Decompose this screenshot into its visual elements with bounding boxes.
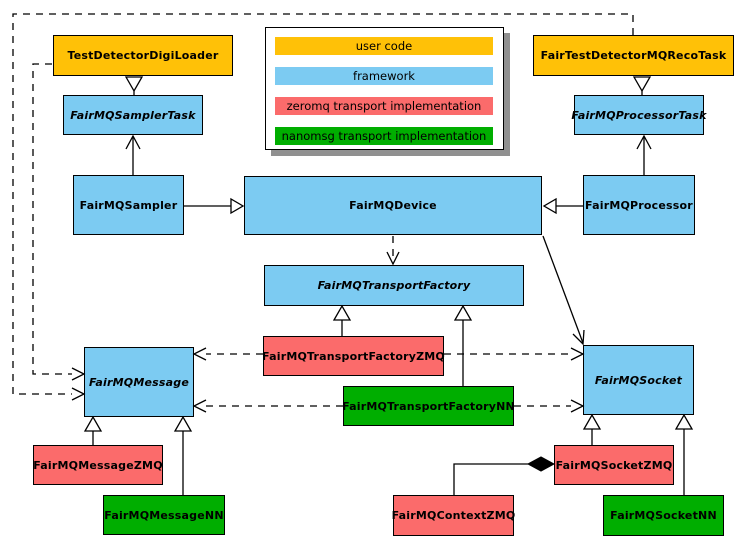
node-fairmqcontextzmq: FairMQContextZMQ [392,495,515,536]
node-fairmqtransportfactoryzmq: FairMQTransportFactoryZMQ [262,336,445,376]
edge-sampler-device [184,197,245,215]
node-fairmqprocessortask: FairMQProcessorTask [571,95,706,135]
node-fairmqdevice: FairMQDevice [244,176,542,235]
edge-transportfactorynn-socket [514,399,585,413]
edge-sampler-samplertask [125,134,141,175]
edge-processor-processortask [636,134,652,175]
edge-socketzmq-socket [582,413,602,445]
edge-transportfactorynn-message [192,399,343,413]
legend-item-nanomsg: nanomsg transport implementation [275,127,493,145]
node-fairmqsocketnn: FairMQSocketNN [603,495,724,536]
node-fairmqsocket: FairMQSocket [583,345,694,415]
edge-device-socket [542,235,585,346]
edge-socketnn-socket [674,413,694,495]
node-testdetectordigiloader: TestDetectorDigiLoader [53,35,233,76]
node-fairmqmessage: FairMQMessage [84,347,194,417]
node-fairmqsocketzmq: FairMQSocketZMQ [554,445,674,485]
edge-recotask-processortask [632,76,652,95]
node-fairmqtransportfactorynn: FairMQTransportFactoryNN [342,386,515,426]
edge-transportfactoryzmq-message [192,347,263,361]
legend-item-user-code: user code [275,37,493,55]
edge-transportfactoryzmq-transportfactory [332,304,352,336]
legend-item-zeromq: zeromq transport implementation [275,97,493,115]
edge-contextzmq-socketzmq [453,456,556,495]
edge-messagenn-message [173,415,193,495]
edge-digiloader-samplertask [124,76,144,95]
edge-transportfactorynn-transportfactory [453,304,473,386]
legend: user code framework zeromq transport imp… [265,27,504,150]
node-fairmqtransportfactory: FairMQTransportFactory [264,265,524,306]
node-fairmqmessagezmq: FairMQMessageZMQ [33,445,163,485]
edge-processor-device [542,197,583,215]
node-fairtestdetectormqrecotask: FairTestDetectorMQRecoTask [533,35,734,76]
edge-transportfactoryzmq-socket [444,347,585,361]
legend-item-framework: framework [275,67,493,85]
node-fairmqprocessor: FairMQProcessor [583,175,695,235]
node-fairmqmessagenn: FairMQMessageNN [103,495,225,535]
node-fairmqsampler: FairMQSampler [73,175,184,235]
edge-messagezmq-message [83,415,103,445]
node-fairmqsamplertask: FairMQSamplerTask [63,95,203,135]
edge-device-transportfactory [386,236,400,266]
